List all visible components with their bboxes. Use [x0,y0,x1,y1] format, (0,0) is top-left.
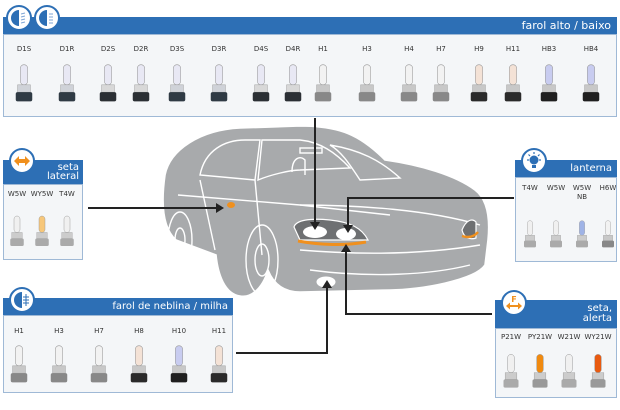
bulb-image [8,210,26,252]
bulb-image [13,56,35,110]
panel-turn-hazard-title-line1: seta, [587,303,612,314]
bulb-image [97,56,119,110]
bulb-label: T4W [522,184,538,192]
bulb-image [600,215,616,253]
svg-text:F: F [511,295,516,304]
bulb-label: D1S [16,45,32,53]
bulb-label: H3 [362,45,372,53]
car-body [162,125,490,298]
bulb-image [56,56,78,110]
bulb-label: H10 [171,327,187,335]
bulb-label: H11 [211,327,227,335]
bulb-label: H8 [134,327,144,335]
bulb-label: H1 [14,327,24,335]
bulb-label: W5W [546,184,566,192]
bulb-label: W5W [7,190,27,198]
bulb-image [588,348,608,394]
bulb-label: WY21W [584,333,612,341]
turn-signal-icon [9,148,35,174]
panel-side-turn-title-line2: lateral [47,171,79,182]
bulb-image [468,56,490,110]
bulb-label: H3 [54,327,64,335]
high-beam-icon [34,5,60,31]
bulb-image [128,338,150,390]
bulb-image [530,348,550,394]
bulb-image [130,56,152,110]
bulb-image [208,56,230,110]
panel-headlight-header: farol alto / baixo [3,17,617,34]
bulb-label: T4W [59,190,75,198]
low-beam-icon [6,5,32,31]
bulb-label: D1R [59,45,75,53]
bulb-image [501,348,521,394]
bulb-label: H4 [404,45,414,53]
bulb-image [574,215,590,253]
bulb-label: H7 [436,45,446,53]
bulb-image [356,56,378,110]
bulb-image [502,56,524,110]
bulb-image [430,56,452,110]
bulb-image [166,56,188,110]
bulb-label: H9 [474,45,484,53]
bulb-image [8,338,30,390]
bulb-image [548,215,564,253]
bulb-image [208,338,230,390]
bulb-label: H7 [94,327,104,335]
bulb-image [398,56,420,110]
bulb-label: WY5W [30,190,54,198]
bulb-image [88,338,110,390]
bulb-image [580,56,602,110]
bulb-label: PY21W [527,333,553,341]
bulb-image [282,56,304,110]
bulb-image [33,210,51,252]
bulb-label: W5W NB [572,184,592,201]
bulb-image [250,56,272,110]
bulb-label: HB3 [541,45,557,53]
bulb-label: W21W [557,333,581,341]
bulb-label: H6W [599,184,617,192]
bulb-image [312,56,334,110]
bulb-label: D3S [169,45,185,53]
panel-fog-title: farol de neblina / milha [112,301,228,312]
side-indicator [227,202,235,208]
bulb-label: P21W [500,333,522,341]
panel-headlight-title: farol alto / baixo [521,19,611,32]
fog-light-icon [9,287,35,313]
panel-parking-title: lanterna [570,163,612,174]
panel-turn-hazard-title-line2: alerta [582,313,612,324]
hazard-icon: F [501,290,527,316]
bulb-label: D4S [253,45,269,53]
bulb-image [48,338,70,390]
parking-light-icon [521,148,547,174]
bulb-label: H1 [318,45,328,53]
bulb-image [522,215,538,253]
bulb-image [559,348,579,394]
panel-side-turn-title-line1: seta [57,162,79,173]
bulb-label: D3R [211,45,227,53]
bulb-label: D2S [100,45,116,53]
bulb-label: HB4 [583,45,599,53]
bulb-image [58,210,76,252]
bulb-label: H11 [505,45,521,53]
bulb-image [168,338,190,390]
bulb-label: D2R [133,45,149,53]
bulb-label: D4R [285,45,301,53]
bulb-image [538,56,560,110]
panel-fog-header: farol de neblina / milha [3,298,233,315]
